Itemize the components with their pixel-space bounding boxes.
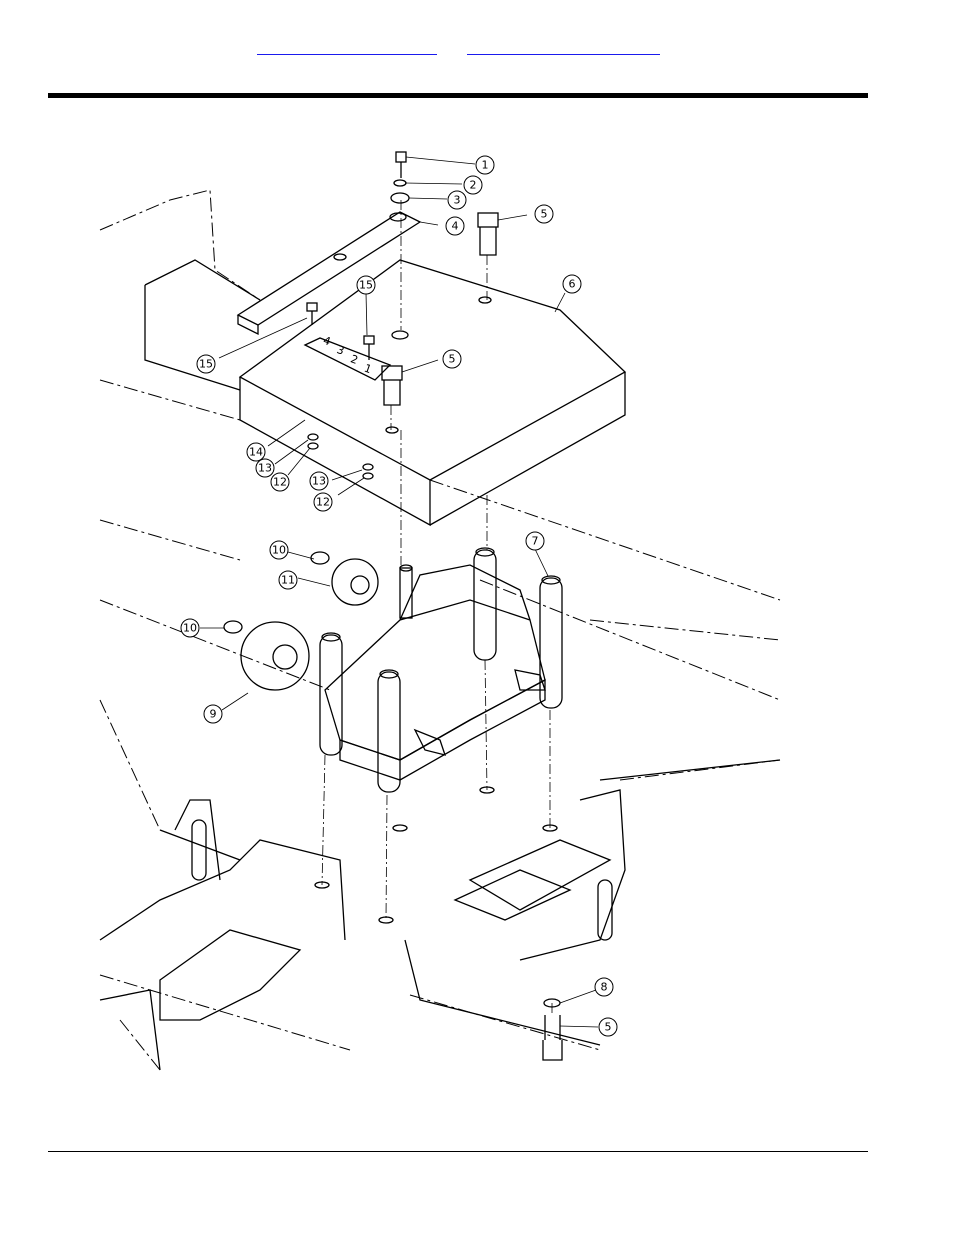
header-link-left[interactable] [257,40,437,55]
callout-15-left: 15 [199,358,213,371]
header-link-right[interactable] [467,40,660,55]
scale-digit-1: 1 [362,362,373,377]
callout-4: 4 [452,220,459,233]
callout-1: 1 [482,159,489,172]
callout-10-upper: 10 [272,544,286,557]
callout-7: 7 [532,535,539,548]
parts-exploded-diagram: 1 2 3 4 5 6 15 15 5 14 13 12 13 12 10 11… [94,142,784,1078]
diagram-drawing: 1 2 3 4 5 6 15 15 5 14 13 12 13 12 10 11… [94,142,784,1078]
callout-11: 11 [281,574,295,587]
callout-5-top: 5 [541,208,548,221]
callout-5-bottom: 5 [605,1021,612,1034]
callout-8: 8 [601,981,608,994]
callout-6: 6 [569,278,576,291]
callout-5-mid: 5 [449,353,456,366]
callout-14: 14 [249,446,263,459]
scale-digit-2: 2 [349,352,360,367]
callout-9: 9 [210,708,217,721]
scale-digit-3: 3 [335,343,346,358]
callout-13-right: 13 [312,475,326,488]
header-rule [48,93,868,98]
callout-13-left: 13 [258,462,272,475]
callout-12-right: 12 [316,496,330,509]
scale-digit-4: 4 [321,334,332,349]
callout-3: 3 [454,194,461,207]
callout-12-left: 12 [273,476,287,489]
callout-10-lower: 10 [183,622,197,635]
callout-15-right: 15 [359,279,373,292]
footer-rule [48,1151,868,1152]
callout-2: 2 [470,179,477,192]
